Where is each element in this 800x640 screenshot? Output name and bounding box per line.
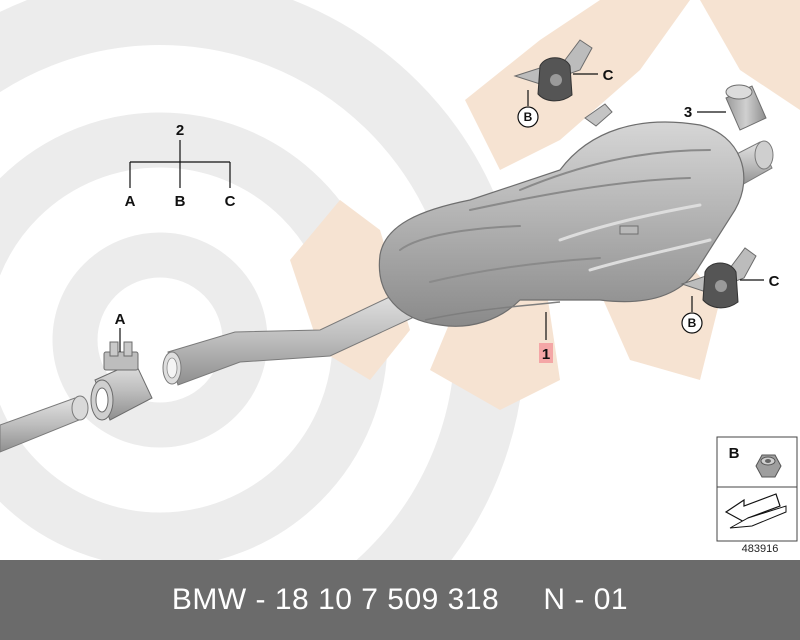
callout-part-1: 1 (542, 346, 550, 363)
front-pipe (0, 397, 85, 453)
callout-group-a: A (125, 193, 136, 210)
callout-clamp-a: A (115, 311, 126, 328)
callout-group-c: C (225, 193, 236, 210)
callout-circle-right-b (681, 312, 703, 334)
leader-lines (119, 73, 764, 352)
callout-part-3: 3 (684, 104, 692, 121)
rubber-mount-top (513, 39, 593, 102)
front-pipe-end (71, 395, 89, 421)
rear-muffler (378, 103, 745, 327)
legend-label-b: B (729, 445, 740, 462)
callout-mount-right-b: B (688, 316, 697, 330)
callout-mount-right-c: C (769, 273, 780, 290)
callout-circle-top-b (517, 106, 539, 128)
part-1-marker (539, 343, 553, 363)
intermediate-pipe (167, 291, 413, 386)
rubber-mount-right (680, 247, 757, 309)
part-number-text: BMW - 18 10 7 509 318 N - 01 (171, 583, 629, 616)
callout-mount-top-b: B (524, 110, 533, 124)
hex-nut-icon (755, 454, 782, 478)
exhaust-diagram: 2 A B C A 3 C C 1 B B B (0, 0, 800, 560)
image-number: 483916 (742, 543, 779, 555)
legend-box: B 483916 (716, 436, 798, 555)
clamp (90, 341, 153, 421)
callout-group-b: B (175, 193, 186, 210)
callout-part-2: 2 (176, 122, 184, 139)
arrow-icon (724, 493, 787, 529)
callout-mount-top-c: C (603, 67, 614, 84)
tailpipe-sleeve (725, 84, 767, 131)
footer-bar: BMW - 18 10 7 509 318 N - 01 (0, 560, 800, 640)
